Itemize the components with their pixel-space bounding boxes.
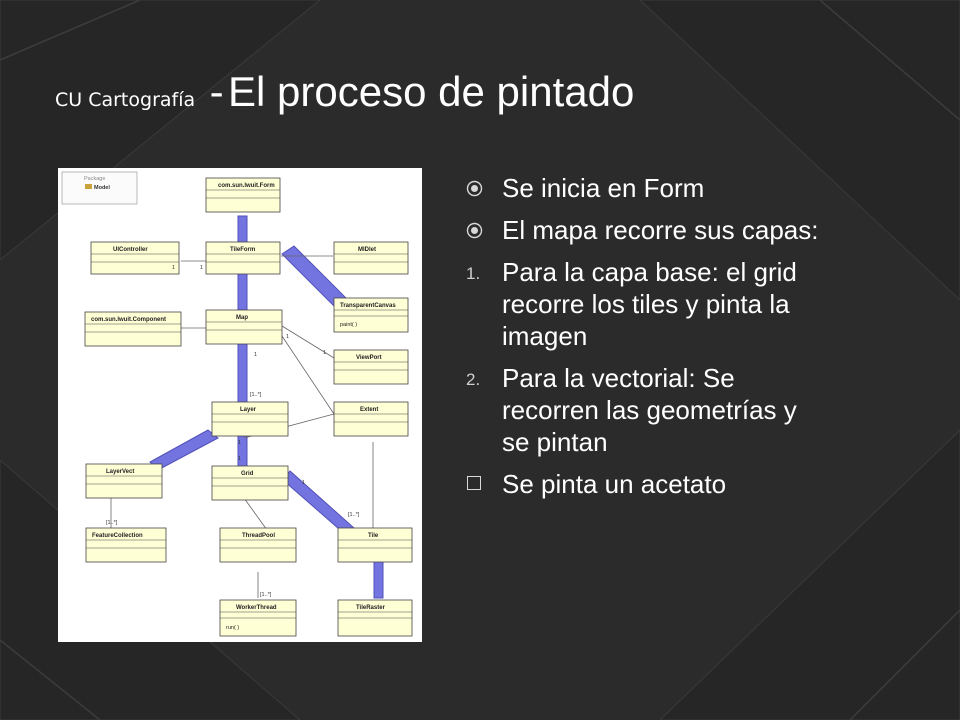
svg-text:run( ): run( ): [226, 625, 239, 631]
svg-text:WorkerThread: WorkerThread: [236, 605, 277, 611]
bullet-text: El mapa recorre sus capas:: [502, 215, 819, 245]
svg-text:1: 1: [254, 352, 257, 358]
class-viewport: ViewPort: [333, 349, 409, 385]
sun-bullet-icon: [466, 222, 483, 239]
svg-text:Tile: Tile: [368, 533, 379, 539]
highlight-tile-raster: [373, 557, 384, 599]
svg-text:UIController: UIController: [113, 247, 148, 253]
title-main: El proceso de pintado: [228, 68, 635, 115]
numbered-item: 2. Para la vectorial: Se recorren las ge…: [466, 362, 826, 458]
class-midlet: MIDlet: [333, 241, 409, 275]
package-box: Package Model: [61, 171, 138, 205]
class-layer: Layer: [211, 401, 289, 437]
svg-text:TileRaster: TileRaster: [356, 605, 386, 611]
class-component: com.sun.lwuit.Component: [84, 311, 182, 347]
package-label: Package: [84, 176, 105, 182]
bullet-text: Para la capa base: el grid recorre los t…: [502, 257, 797, 351]
bullet-text: Para la vectorial: Se recorren las geome…: [502, 363, 797, 457]
item-number: 2.: [466, 370, 481, 389]
class-threadpool: ThreadPool: [219, 527, 297, 563]
package-name: Model: [94, 185, 110, 191]
svg-text:1: 1: [323, 350, 326, 356]
svg-text:TransparentCanvas: TransparentCanvas: [340, 303, 396, 309]
class-form: com.sun.lwuit.Form: [205, 177, 281, 213]
svg-text:1: 1: [238, 456, 241, 462]
svg-text:MIDlet: MIDlet: [358, 247, 376, 253]
svg-text:[1..*]: [1..*]: [260, 592, 272, 598]
svg-text:TileForm: TileForm: [230, 247, 255, 253]
class-featurecollection: FeatureCollection: [85, 527, 167, 563]
class-workerthread: WorkerThread run( ): [219, 599, 297, 637]
numbered-item: 1. Para la capa base: el grid recorre lo…: [466, 256, 826, 352]
class-grid: Grid: [211, 465, 289, 501]
item-number: 1.: [466, 264, 481, 283]
svg-text:LayerVect: LayerVect: [106, 469, 134, 475]
empty-box-bullet-icon: [467, 476, 481, 490]
svg-text:[1..*]: [1..*]: [348, 512, 360, 518]
class-extent: Extent: [333, 401, 409, 437]
multiplicity-labels: 1 1 1 1 1 [1..*] 1 1 1 [1..*] [1..*] [1.…: [106, 265, 360, 598]
svg-text:paint( ): paint( ): [340, 322, 357, 328]
bullet-item: El mapa recorre sus capas:: [466, 214, 826, 246]
bullet-text: Se inicia en Form: [502, 173, 705, 203]
uml-class-diagram: Package Model com.sun.lwuit.Form UIContr…: [58, 168, 422, 642]
class-uicontroller: UIController: [90, 241, 180, 275]
package-folder-icon: [85, 184, 92, 189]
class-transparentcanvas: TransparentCanvas paint( ): [333, 297, 409, 333]
svg-text:com.sun.lwuit.Component: com.sun.lwuit.Component: [91, 317, 166, 323]
svg-text:com.sun.lwuit.Form: com.sun.lwuit.Form: [218, 183, 275, 189]
slide-title: CU Cartografía - El proceso de pintado: [55, 68, 634, 128]
class-tile: Tile: [337, 527, 413, 563]
svg-text:Extent: Extent: [360, 407, 378, 413]
bullet-text: Se pinta un acetato: [502, 469, 727, 499]
sun-bullet-icon: [466, 180, 483, 197]
svg-text:[1..*]: [1..*]: [250, 392, 262, 398]
title-separator: -: [209, 68, 224, 115]
class-tileraster: TileRaster: [337, 599, 413, 637]
svg-text:Layer: Layer: [240, 407, 257, 413]
title-course: CU Cartografía: [55, 89, 196, 111]
svg-text:ViewPort: ViewPort: [356, 355, 382, 361]
class-tileform: TileForm: [205, 241, 281, 275]
svg-text:1: 1: [172, 265, 175, 271]
svg-text:FeatureCollection: FeatureCollection: [92, 533, 143, 539]
svg-text:1: 1: [286, 334, 289, 340]
svg-text:ThreadPool: ThreadPool: [242, 533, 275, 539]
svg-text:1: 1: [200, 265, 203, 271]
bullet-item: Se inicia en Form: [466, 172, 826, 204]
svg-text:1: 1: [238, 440, 241, 446]
bullet-list: Se inicia en Form El mapa recorre sus ca…: [466, 172, 826, 510]
svg-text:[1..*]: [1..*]: [106, 520, 118, 526]
highlight-map-layer: [237, 337, 248, 409]
svg-text:1: 1: [302, 480, 305, 486]
class-layervect: LayerVect: [85, 463, 163, 499]
class-map: Map: [205, 309, 283, 345]
bullet-item: Se pinta un acetato: [466, 468, 826, 500]
svg-text:Grid: Grid: [241, 471, 254, 477]
highlight-grid-tile: [282, 470, 355, 537]
svg-text:Map: Map: [236, 315, 248, 321]
